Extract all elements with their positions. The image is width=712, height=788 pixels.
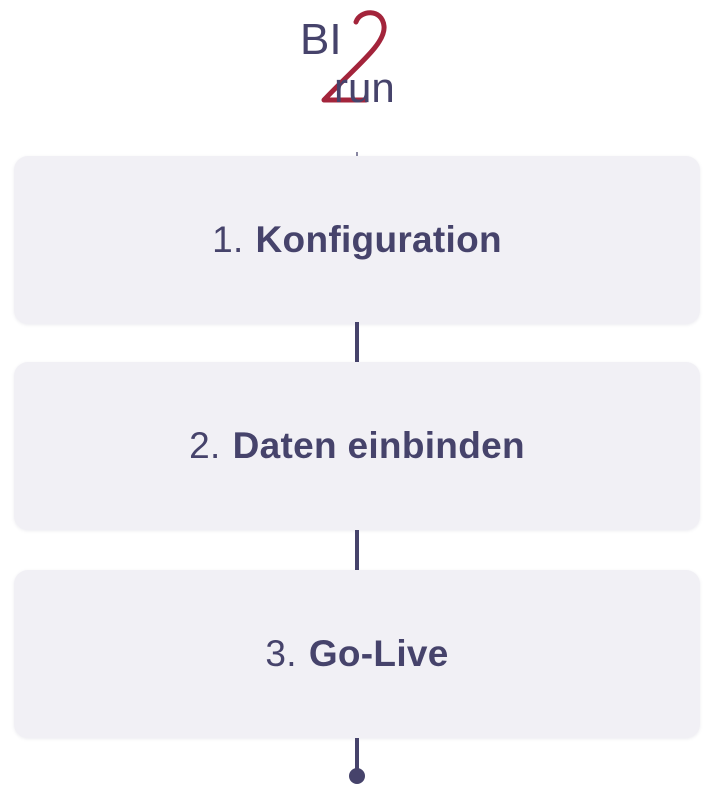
bi2run-logo: BI run — [296, 4, 416, 111]
step-number: 3. — [265, 633, 297, 674]
step-title: Konfiguration — [255, 219, 502, 260]
step-title: Go-Live — [308, 633, 449, 674]
step-number: 1. — [212, 219, 244, 260]
logo-numeral-two — [321, 10, 387, 103]
bi2run-logo-graphic: BI run — [300, 10, 395, 111]
step-card-go-live: 3. Go-Live — [14, 570, 700, 738]
logo-text-bi: BI — [300, 15, 342, 64]
connector-line — [355, 738, 359, 772]
step-number: 2. — [189, 425, 221, 466]
step-card-daten-einbinden: 2. Daten einbinden — [14, 362, 700, 530]
connector-line — [355, 322, 359, 362]
connector-line — [355, 530, 359, 570]
logo-text-run: run — [334, 64, 395, 108]
step-title: Daten einbinden — [232, 425, 525, 466]
end-point-dot — [349, 768, 365, 784]
step-card-konfiguration: 1. Konfiguration — [14, 156, 700, 324]
